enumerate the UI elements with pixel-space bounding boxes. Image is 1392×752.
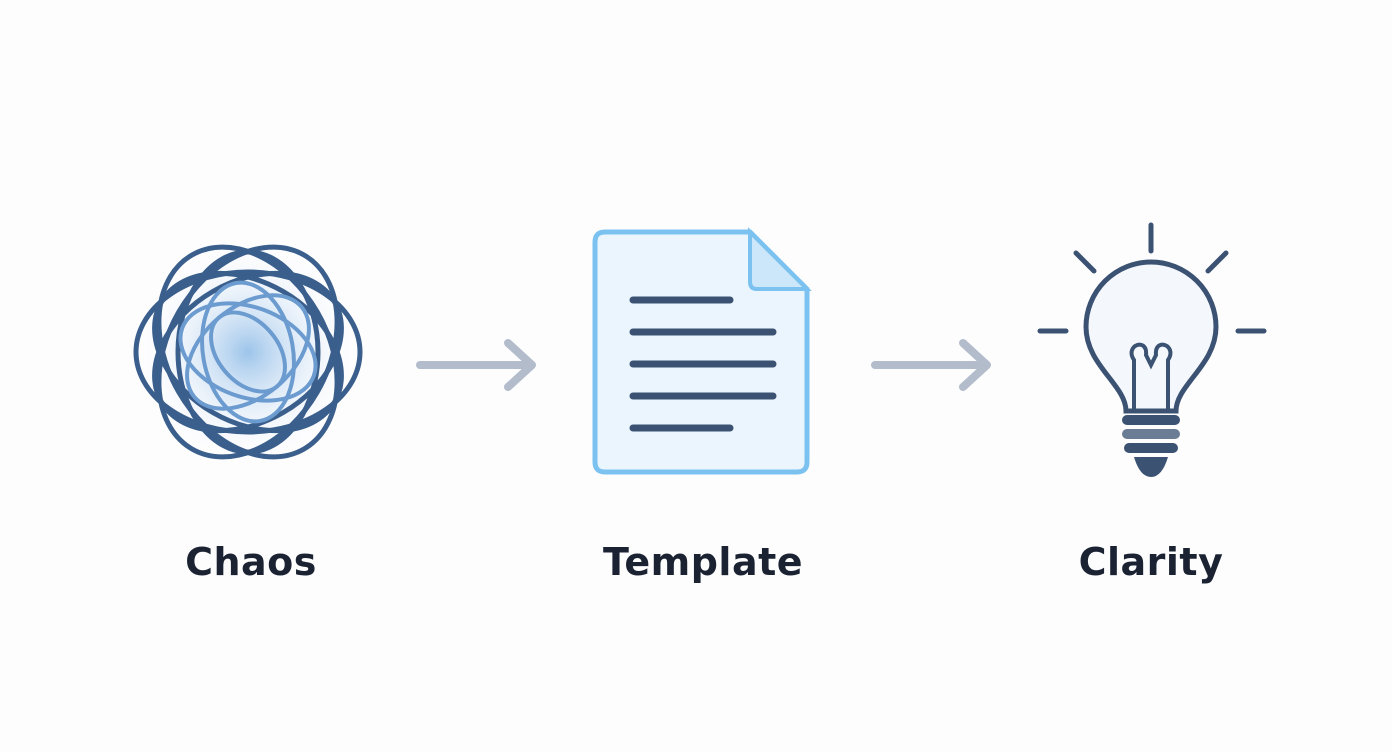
arrow-icon [871, 339, 991, 391]
step-label-template: Template [602, 540, 804, 584]
tangled-ball-icon [133, 242, 363, 462]
document-icon [592, 227, 812, 475]
step-label-clarity: Clarity [1078, 540, 1224, 584]
step-label-chaos: Chaos [185, 540, 317, 584]
lightbulb-icon [1037, 222, 1267, 477]
arrow-icon [416, 339, 536, 391]
